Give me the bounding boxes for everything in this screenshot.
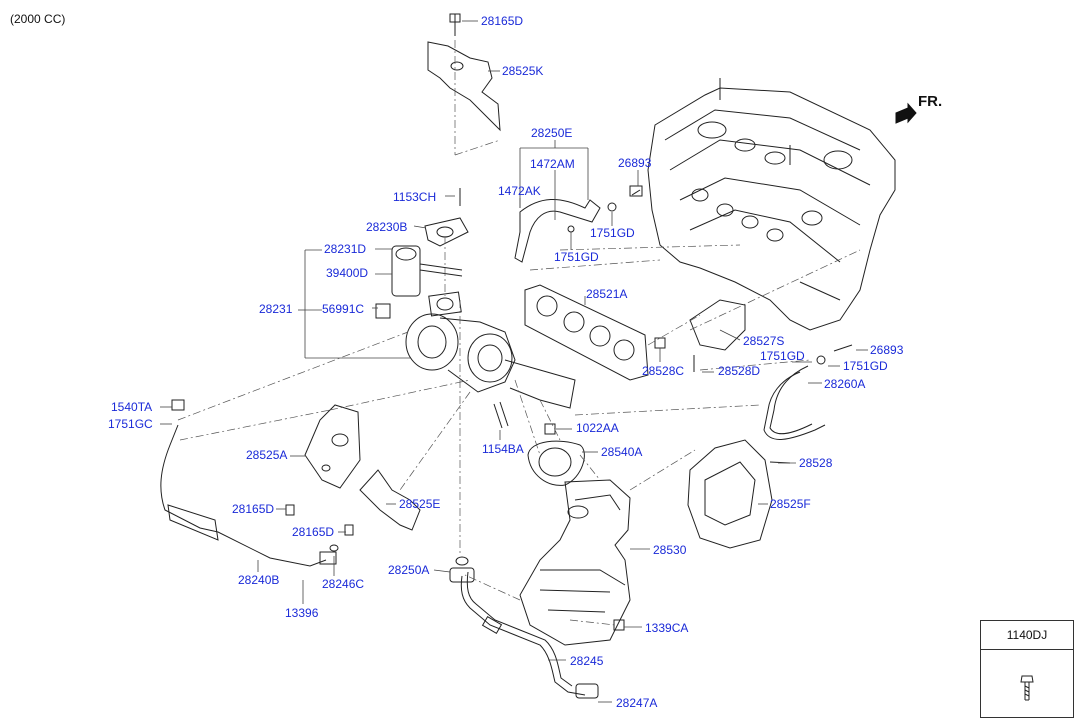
engine-variant-header: (2000 CC)	[10, 12, 66, 26]
part-label-1751GD-d[interactable]: 1751GD	[843, 359, 888, 373]
heat-shield-28525K	[427, 41, 501, 132]
engine-block	[647, 78, 896, 331]
part-label-28525K[interactable]: 28525K	[502, 64, 544, 78]
part-label-39400D[interactable]: 39400D	[326, 266, 369, 280]
part-label-28540A[interactable]: 28540A	[601, 445, 643, 459]
part-label-26893-top[interactable]: 26893	[618, 156, 652, 170]
part-label-28246C[interactable]: 28246C	[322, 577, 365, 591]
part-label-1153CH[interactable]: 1153CH	[393, 190, 437, 204]
part-label-28247A[interactable]: 28247A	[616, 696, 658, 710]
bolt-icon	[1020, 675, 1034, 701]
part-label-1751GD-a[interactable]: 1751GD	[590, 226, 635, 240]
part-label-28245[interactable]: 28245	[570, 654, 604, 668]
part-label-28525F[interactable]: 28525F	[770, 497, 811, 511]
part-label-1472AM[interactable]: 1472AM	[530, 157, 575, 171]
part-label-28528[interactable]: 28528	[799, 456, 833, 470]
part-label-28230B[interactable]: 28230B	[366, 220, 408, 234]
part-label-28260A[interactable]: 28260A	[824, 377, 866, 391]
part-label-28240B[interactable]: 28240B	[238, 573, 280, 587]
oil-feed-pipe-28240B	[160, 424, 327, 567]
part-label-1751GD-b[interactable]: 1751GD	[554, 250, 599, 264]
part-label-28250A[interactable]: 28250A	[388, 563, 430, 577]
water-pipe-28250E	[514, 198, 601, 263]
part-label-26893-right[interactable]: 26893	[870, 343, 904, 357]
legend-box-part-number[interactable]: 1140DJ	[981, 621, 1073, 650]
part-label-28231D[interactable]: 28231D	[324, 242, 367, 256]
part-label-28525E[interactable]: 28525E	[399, 497, 441, 511]
part-label-1154BA[interactable]: 1154BA	[482, 442, 524, 456]
heat-shield-28525F	[687, 439, 773, 549]
part-label-56991C[interactable]: 56991C	[322, 302, 365, 316]
part-label-28527S[interactable]: 28527S	[743, 334, 785, 348]
part-label-13396[interactable]: 13396	[285, 606, 319, 620]
part-label-28525A[interactable]: 28525A	[246, 448, 288, 462]
part-label-1751GD-c[interactable]: 1751GD	[760, 349, 805, 363]
part-label-28250E[interactable]: 28250E	[531, 126, 573, 140]
part-label-1472AK[interactable]: 1472AK	[498, 184, 541, 198]
heat-shield-28525A	[304, 404, 361, 489]
part-label-1022AA[interactable]: 1022AA	[576, 421, 619, 435]
catalytic-converter-28530	[519, 479, 631, 646]
part-label-1540TA[interactable]: 1540TA	[111, 400, 153, 414]
heat-shield-28525E	[359, 469, 421, 531]
gasket-28521A	[524, 284, 649, 381]
part-label-28165D-mid[interactable]: 28165D	[232, 502, 275, 516]
front-arrow-icon	[895, 102, 917, 124]
part-label-28528C[interactable]: 28528C	[642, 364, 685, 378]
part-label-28521A[interactable]: 28521A	[586, 287, 628, 301]
part-label-28530[interactable]: 28530	[653, 543, 687, 557]
gasket-28230B	[424, 217, 469, 247]
water-pipe-28245	[460, 575, 586, 696]
front-direction-label: FR.	[918, 93, 943, 110]
oil-pipe-28260A	[763, 371, 826, 440]
part-label-28231[interactable]: 28231	[259, 302, 293, 316]
part-label-28528D[interactable]: 28528D	[718, 364, 761, 378]
part-label-1751GC[interactable]: 1751GC	[108, 417, 153, 431]
part-label-28165D-low[interactable]: 28165D	[292, 525, 335, 539]
turbocharger	[405, 291, 576, 409]
bracket-28527S	[689, 299, 746, 351]
gasket-28540A	[527, 440, 585, 486]
part-label-28165D-top[interactable]: 28165D	[481, 14, 524, 28]
wastegate-actuator	[375, 245, 463, 319]
legend-box: 1140DJ	[980, 620, 1074, 718]
part-label-1339CA[interactable]: 1339CA	[645, 621, 689, 635]
